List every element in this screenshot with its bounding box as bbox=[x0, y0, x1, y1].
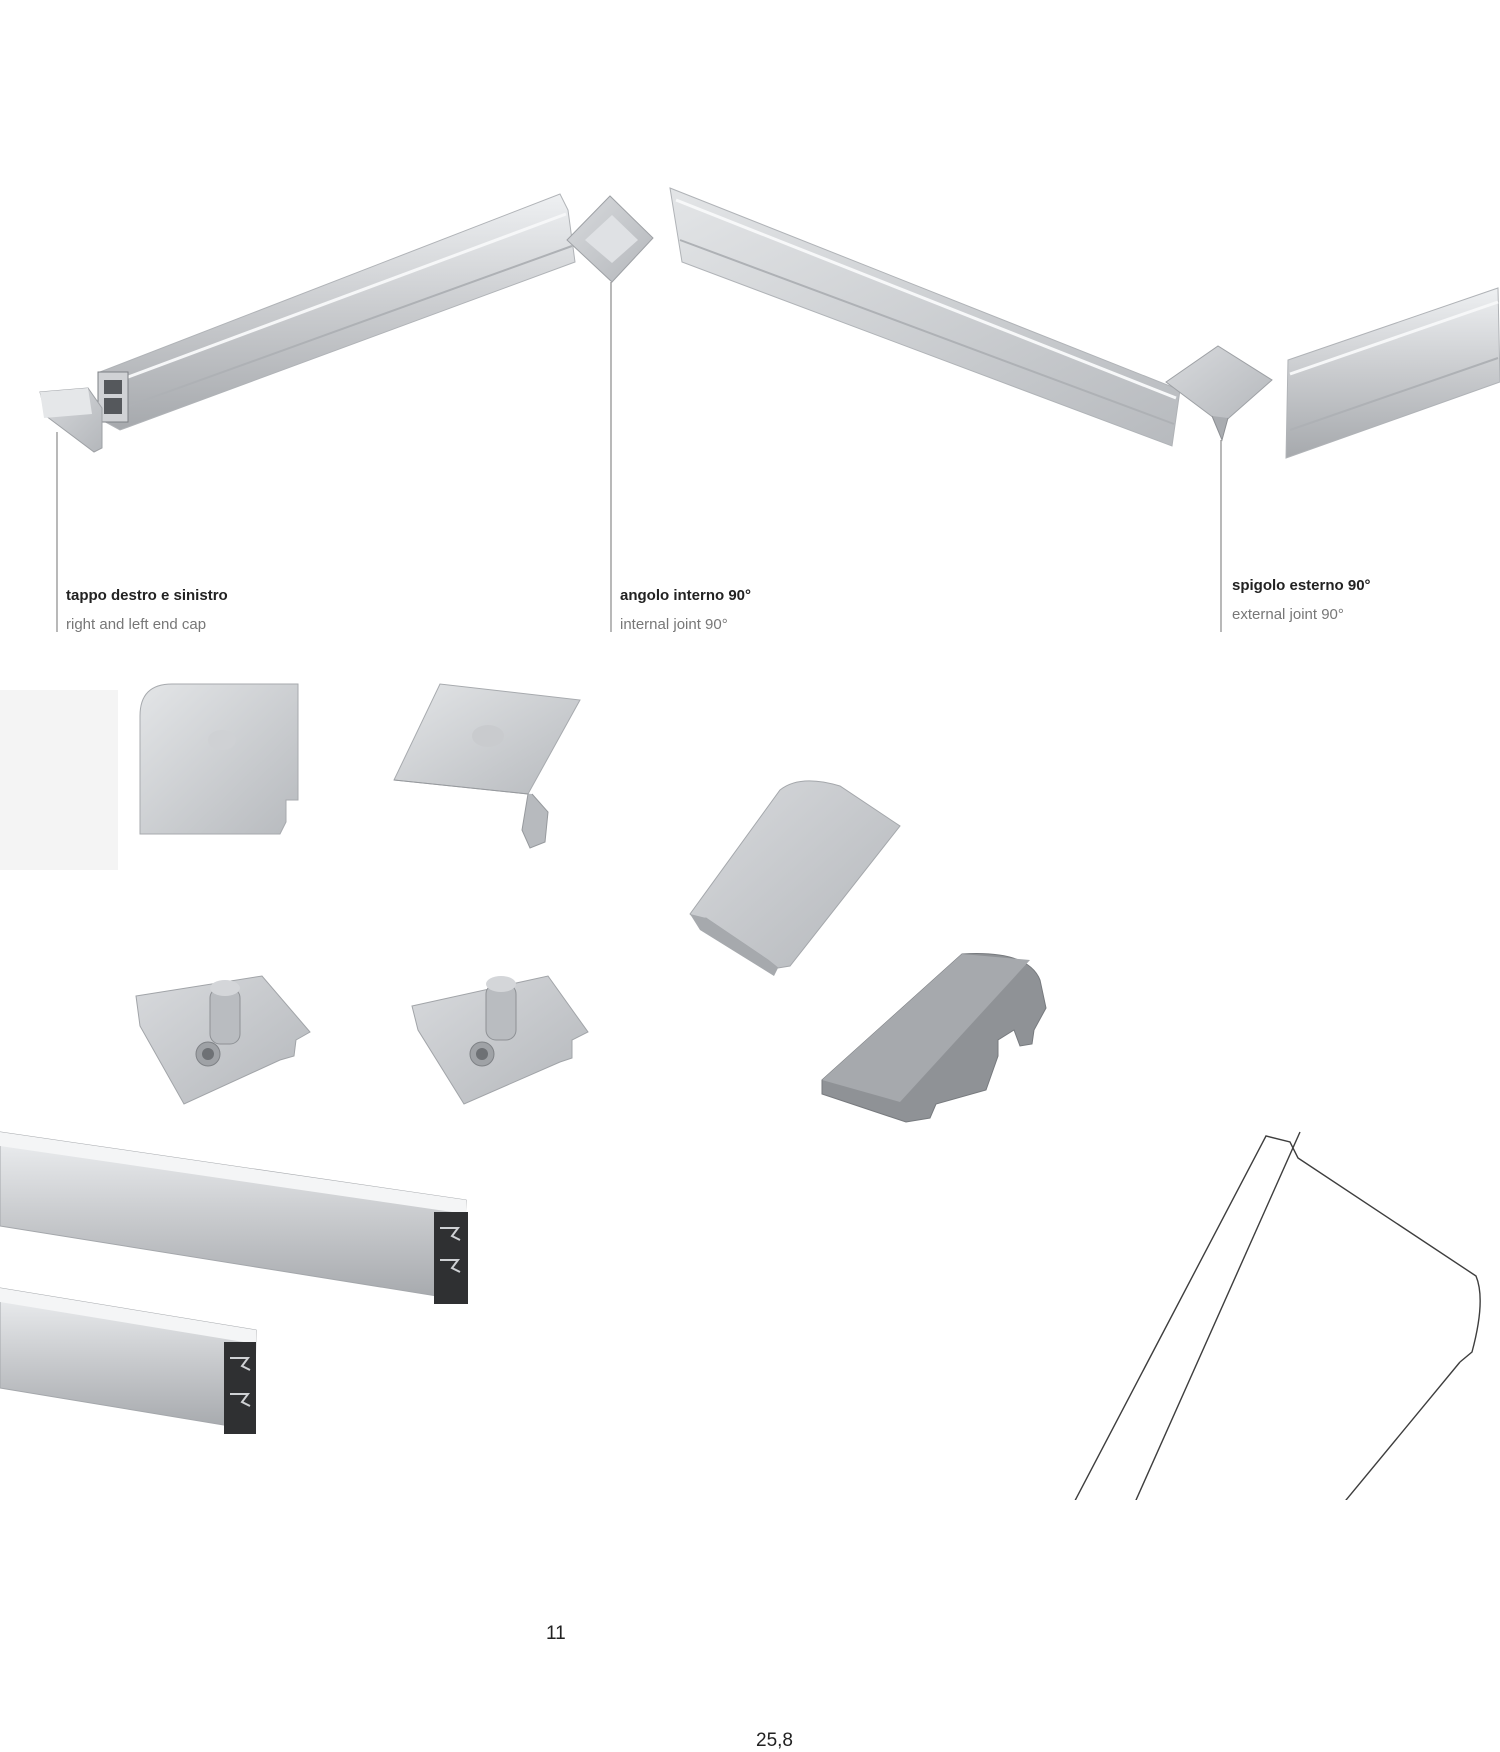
profile-bar-short bbox=[0, 1287, 257, 1434]
profile-segment-right bbox=[1285, 287, 1500, 459]
external-joint-small bbox=[1165, 345, 1273, 442]
isometric-drawing bbox=[1074, 1131, 1481, 1500]
external-joint-label-it: spigolo esterno 90° bbox=[1232, 577, 1371, 594]
height-dimension: 11 bbox=[546, 1623, 566, 1644]
joint-base-right bbox=[411, 975, 589, 1105]
end-cap-label-en: right and left end cap bbox=[66, 616, 207, 633]
end-cap-closeup bbox=[0, 683, 299, 870]
internal-joint-label-it: angolo interno 90° bbox=[620, 587, 752, 604]
external-joint-label-en: external joint 90° bbox=[1232, 606, 1344, 623]
profile-bar-long bbox=[0, 1131, 468, 1304]
end-cap-rounded-closeup bbox=[689, 780, 901, 976]
profile-segment-left bbox=[97, 193, 576, 431]
callout-internal-joint: angolo interno 90° internal joint 90° bbox=[620, 581, 751, 639]
internal-joint-label-en: internal joint 90° bbox=[620, 616, 728, 633]
callout-end-cap: tappo destro e sinistro right and left e… bbox=[66, 581, 228, 639]
internal-joint-small bbox=[566, 195, 654, 283]
external-joint-closeup bbox=[393, 683, 581, 849]
product-illustration bbox=[0, 187, 1500, 1500]
width-dimension: 25,8 bbox=[756, 1730, 793, 1751]
end-cap-dark-closeup bbox=[821, 953, 1047, 1123]
end-cap-small bbox=[39, 387, 103, 453]
end-cap-label-it: tappo destro e sinistro bbox=[66, 587, 228, 604]
profile-segment-middle bbox=[669, 187, 1181, 447]
callout-external-joint: spigolo esterno 90° external joint 90° bbox=[1232, 571, 1371, 629]
joint-base-left bbox=[135, 975, 311, 1105]
